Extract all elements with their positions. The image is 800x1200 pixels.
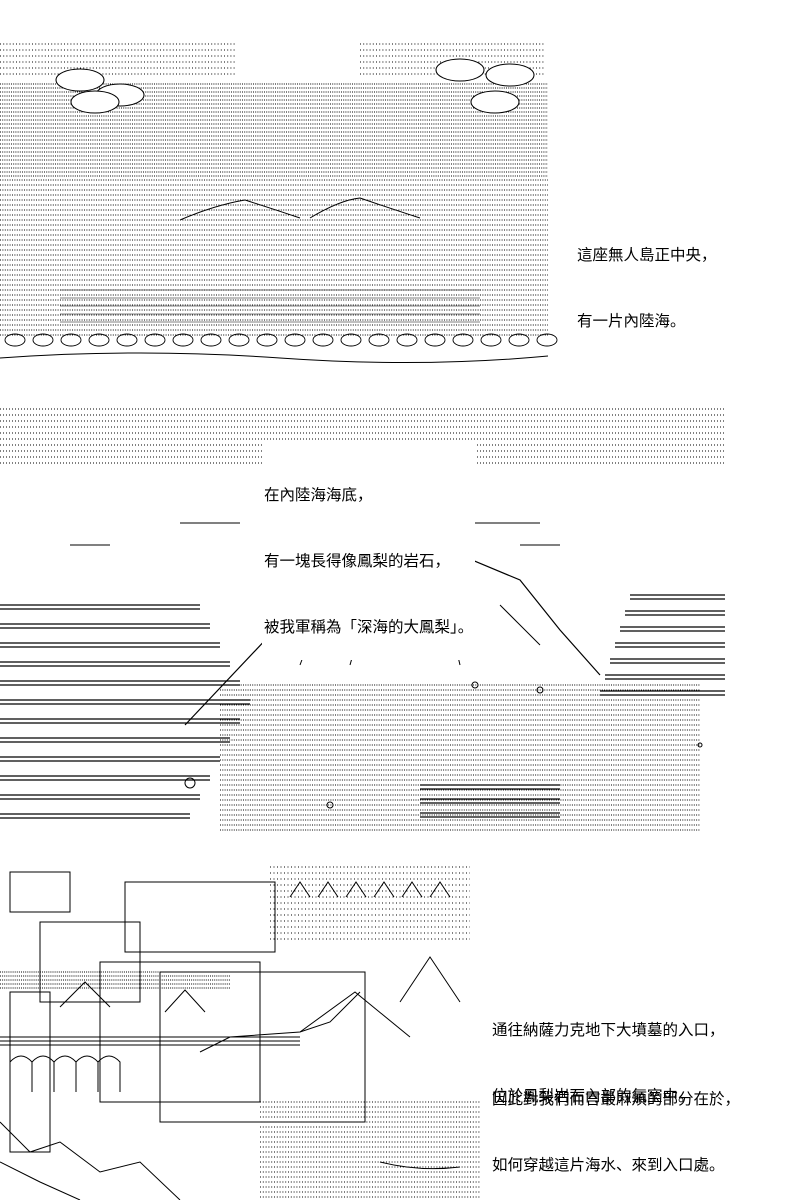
- building-icon: [9, 991, 51, 1153]
- building-icon: [99, 961, 261, 1103]
- bubble-icon: [184, 777, 196, 789]
- rock-icon: [452, 333, 474, 347]
- cloud-icon: [470, 90, 520, 114]
- rock-icon: [228, 333, 250, 347]
- rock-icon: [88, 333, 110, 347]
- chevron-mark: [289, 881, 311, 898]
- caption-line: 被我軍稱為「深海的大鳳梨」。: [264, 618, 474, 636]
- island-art-canvas: [0, 43, 558, 364]
- chevron-mark: [401, 881, 423, 898]
- caption-line: 有一塊長得像鳳梨的岩石，: [264, 552, 451, 570]
- rock-icon: [284, 333, 306, 347]
- arch-icon: [9, 1055, 33, 1092]
- rock-icon: [200, 333, 222, 347]
- building-icon: [9, 871, 71, 913]
- pineapple-rock-canvas: [0, 408, 725, 831]
- tent-outline: [299, 991, 411, 1038]
- arch-icon: [53, 1055, 77, 1092]
- rock-icon: [424, 333, 446, 347]
- rock-icon: [536, 333, 558, 347]
- caption-line: 在內陸海海底，: [264, 486, 373, 504]
- rock-icon: [60, 333, 82, 347]
- caption-line: 有一片內陸海。: [577, 312, 686, 330]
- ground-curve: [0, 352, 549, 364]
- rock-icon: [32, 333, 54, 347]
- curve-mark: [379, 1161, 461, 1170]
- caption-line: 如何穿越這片海水、來到入口處。: [492, 1156, 725, 1174]
- rock-icon: [172, 333, 194, 347]
- caption-pineapple-rock: 在內陸海海底， 有一塊長得像鳳梨的岩石， 被我軍稱為「深海的大鳳梨」。: [262, 440, 476, 660]
- roof-outline: [59, 981, 111, 1008]
- rock-icon: [368, 333, 390, 347]
- rock-crack: [499, 604, 541, 646]
- caption-line: 因此對我們而言最麻煩的部分在於，: [492, 1090, 741, 1108]
- chevron-mark: [317, 881, 339, 898]
- cloud-icon: [435, 58, 485, 82]
- island-inland-sea-art: [0, 40, 560, 370]
- rock-icon: [480, 333, 502, 347]
- building-icon: [159, 971, 366, 1123]
- arch-icon: [31, 1055, 55, 1092]
- arch-icon: [75, 1055, 99, 1092]
- caption-line: 位於鳳梨岩石內部的氣室中。: [492, 1087, 694, 1105]
- slope-outline: [0, 1161, 81, 1200]
- slope-outline: [0, 1121, 181, 1200]
- roof-outline: [164, 989, 206, 1013]
- rock-icon: [508, 333, 530, 347]
- caption-line: 通往納薩力克地下大墳墓的入口，: [492, 1021, 725, 1039]
- arch-icon: [97, 1055, 121, 1092]
- chevron-mark: [429, 881, 451, 898]
- tomb-entrance-art: [0, 862, 485, 1200]
- spire-outline: [399, 956, 461, 1003]
- rock-icon: [396, 333, 418, 347]
- pineapple-rock-art: [0, 405, 725, 835]
- bubble-icon: [471, 681, 479, 689]
- caption-inland-sea: 這座無人島正中央， 有一片內陸海。: [577, 200, 717, 354]
- chevron-mark: [373, 881, 395, 898]
- bubble-icon: [326, 801, 334, 809]
- chevron-mark: [345, 881, 367, 898]
- bubble-icon: [697, 742, 703, 748]
- building-icon: [124, 881, 276, 953]
- rock-icon: [4, 333, 26, 347]
- mountain-ridge: [309, 197, 421, 219]
- rock-icon: [144, 333, 166, 347]
- cloud-icon: [55, 68, 105, 92]
- caption-problem: 因此對我們而言最麻煩的部分在於， 如何穿越這片海水、來到入口處。: [492, 1044, 740, 1198]
- cloud-icon: [70, 90, 120, 114]
- tomb-entrance-canvas: [0, 866, 480, 1200]
- caption-tomb-entrance: 通往納薩力克地下大墳墓的入口， 位於鳳梨岩石內部的氣室中。: [492, 975, 725, 1129]
- rock-icon: [312, 333, 334, 347]
- rock-icon: [256, 333, 278, 347]
- rock-icon: [340, 333, 362, 347]
- cloud-icon: [485, 63, 535, 87]
- caption-line: 這座無人島正中央，: [577, 246, 717, 264]
- wall-outline: [199, 991, 361, 1053]
- rock-icon: [116, 333, 138, 347]
